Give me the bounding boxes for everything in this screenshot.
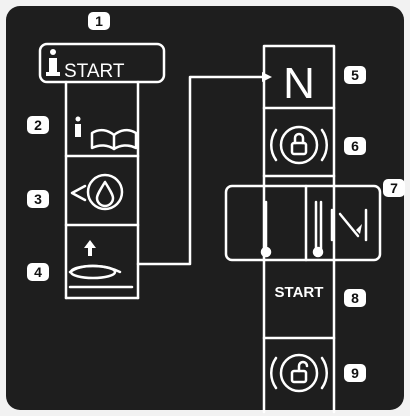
info-start-box xyxy=(38,42,166,84)
info-i-icon xyxy=(46,49,60,76)
connector-line xyxy=(136,75,264,266)
start-label-right: START xyxy=(275,284,324,301)
info-small-icon xyxy=(75,116,81,137)
brake-unlock-icon xyxy=(269,353,329,393)
engine-oil-icon xyxy=(70,173,124,211)
gauge-box xyxy=(224,184,382,262)
callout-8: 8 xyxy=(344,289,366,307)
callout-7: 7 xyxy=(383,179,405,197)
callout-5: 5 xyxy=(344,66,366,84)
brake-lock-icon xyxy=(269,125,329,165)
callout-3: 3 xyxy=(27,190,49,208)
throttle-lever-icon xyxy=(68,264,134,289)
callout-6: 6 xyxy=(344,137,366,155)
start-label: START xyxy=(64,61,125,82)
callout-1: 1 xyxy=(88,12,110,30)
info-manual-icon xyxy=(90,128,138,151)
arrow-up-icon xyxy=(84,240,96,256)
connector-arrowhead xyxy=(262,72,272,82)
control-panel xyxy=(6,6,404,410)
callout-4: 4 xyxy=(27,263,49,281)
throttle-gauge-icon xyxy=(260,200,368,258)
neutral-label: N xyxy=(283,59,315,108)
callout-9: 9 xyxy=(344,364,366,382)
callout-2: 2 xyxy=(27,116,49,134)
